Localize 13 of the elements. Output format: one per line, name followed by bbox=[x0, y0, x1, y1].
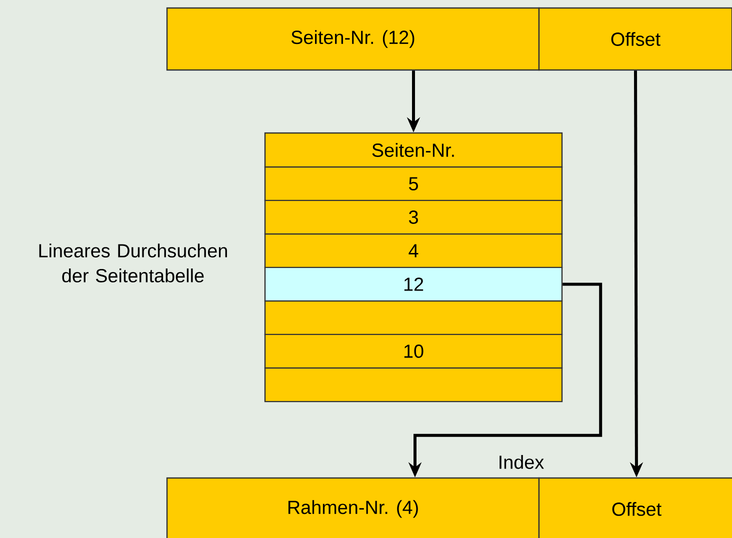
edge-label: Index bbox=[496, 454, 546, 470]
table-row: 10 bbox=[264, 334, 563, 369]
address-field: Rahmen-Nr. (4) bbox=[166, 477, 540, 538]
table-row: 5 bbox=[264, 166, 563, 202]
empty-table-row bbox=[264, 367, 563, 402]
table-row: 3 bbox=[264, 200, 563, 235]
address-field: Offset bbox=[538, 477, 732, 538]
highlighted-table-row: 12 bbox=[264, 266, 563, 302]
empty-table-row bbox=[264, 300, 563, 336]
table-row: 4 bbox=[264, 233, 563, 268]
table-header-cell: Seiten-Nr. bbox=[264, 132, 563, 168]
address-field: Offset bbox=[538, 7, 732, 71]
annotation: Lineares Durchsuchen der Seitentabelle bbox=[39, 244, 227, 282]
